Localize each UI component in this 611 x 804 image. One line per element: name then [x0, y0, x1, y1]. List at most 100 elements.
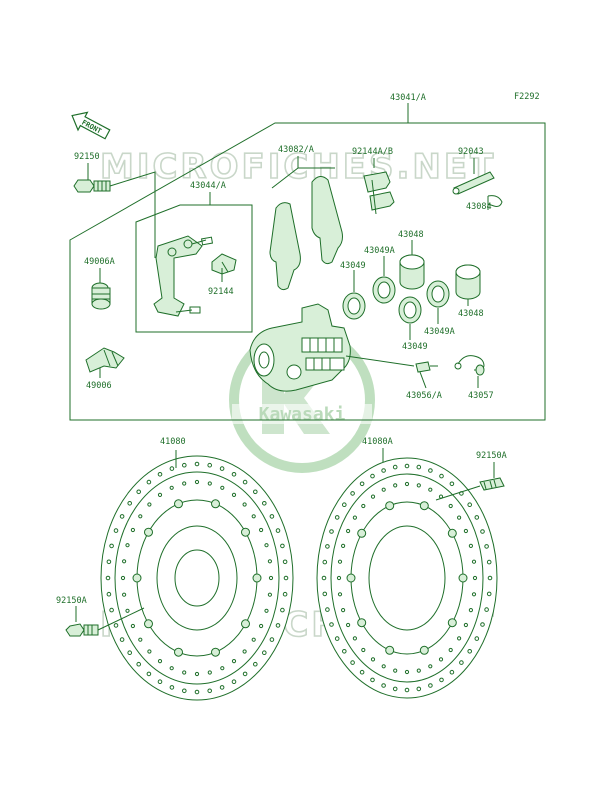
disc-hole: [393, 483, 398, 488]
bleeder-cap: [454, 355, 485, 388]
disc-hole: [474, 636, 480, 641]
disc-hole: [146, 479, 152, 485]
pad-springs: [363, 158, 395, 215]
disc-hole: [253, 489, 258, 495]
disc-hole: [337, 592, 343, 597]
disc-hole: [194, 461, 200, 467]
disc-hole: [113, 528, 119, 533]
disc-hole: [106, 559, 112, 565]
bolt-92150A-right: [435, 462, 505, 501]
disc-hole: [267, 592, 272, 597]
disc-hole: [428, 487, 433, 492]
disc-hole: [231, 659, 237, 664]
disc-hole: [169, 685, 175, 690]
disc-hole: [182, 688, 187, 694]
disc-hole: [467, 502, 473, 508]
disc-hole: [480, 529, 485, 534]
disc-hole: [242, 502, 247, 507]
disc-hole: [385, 645, 395, 655]
disc-hole: [449, 481, 455, 487]
disc-hole: [346, 622, 351, 628]
disc-hole: [370, 677, 375, 683]
label-49006A: 49006A: [84, 257, 115, 267]
disc-hole: [342, 649, 347, 654]
disc-hole: [486, 591, 492, 597]
disc-hole: [463, 528, 468, 534]
disc-hole: [138, 637, 143, 642]
disc-hole: [381, 664, 386, 669]
brake-disc-left: [100, 450, 294, 701]
piston-seals: [342, 256, 450, 340]
bolt-92150A-left: [65, 606, 145, 637]
disc-hole: [259, 527, 264, 533]
disc-hole: [463, 622, 468, 628]
disc-hole: [439, 473, 444, 479]
disc-hole: [447, 528, 457, 538]
label-43041A: 43041/A: [390, 93, 426, 103]
label-41080: 41080: [160, 437, 186, 447]
disc-hole: [262, 501, 267, 506]
disc-hole: [182, 670, 187, 675]
disc-hole: [157, 659, 163, 664]
disc-hole: [334, 515, 340, 520]
label-43049A-upper: 43049A: [364, 246, 395, 256]
disc-hole: [428, 664, 433, 669]
disc-hole: [252, 573, 262, 583]
disc-hole: [207, 481, 212, 486]
disc-hole: [337, 559, 343, 564]
disc-hole: [484, 607, 489, 612]
clip-92144: [211, 253, 237, 282]
label-43049A-lower: 43049A: [424, 327, 455, 337]
disc-hole: [321, 575, 327, 581]
label-43082A: 43082/A: [278, 145, 314, 155]
disc-hole: [359, 669, 365, 675]
part-labels: F2292 FRONT 43041/A 92150 43082/A 92144A…: [56, 92, 540, 606]
disc-hole: [350, 660, 355, 665]
disc-hole: [322, 559, 328, 565]
logo-text: Kawasaki: [259, 404, 346, 425]
figure-code: F2292: [514, 92, 540, 102]
disc-hole: [385, 501, 395, 511]
disc-hole: [381, 487, 386, 492]
disc-hole: [381, 683, 386, 688]
disc-hole: [468, 543, 473, 549]
label-92144: 92144: [208, 287, 234, 297]
bleeder-valve: [415, 361, 438, 389]
disc-hole: [219, 466, 225, 471]
disc-hole: [471, 592, 477, 597]
brake-pads: [269, 156, 343, 291]
disc-hole: [125, 608, 130, 613]
disc-hole: [211, 499, 220, 509]
disc-hole: [259, 623, 264, 629]
disc-hole: [474, 515, 480, 520]
label-92150: 92150: [74, 152, 100, 162]
disc-hole: [341, 608, 346, 613]
disc-hole: [357, 528, 367, 538]
disc-hole: [127, 650, 132, 656]
disc-hole: [457, 515, 462, 520]
disc-hole: [119, 637, 125, 642]
disc-hole: [467, 649, 473, 654]
disc-hole: [136, 489, 141, 495]
disc-hole: [136, 661, 141, 667]
front-arrow-icon: [71, 111, 111, 140]
disc-hole: [329, 529, 334, 534]
disc-hole: [404, 687, 410, 693]
disc-hole: [146, 671, 152, 677]
label-92043: 92043: [458, 147, 484, 157]
disc-hole: [174, 499, 183, 509]
brake-disc-right: [316, 448, 498, 699]
disc-hole: [487, 575, 493, 581]
disc-hole: [251, 514, 256, 519]
disc-hole: [253, 661, 258, 667]
label-43056A: 43056/A: [406, 391, 442, 401]
pin-49006: [85, 347, 125, 378]
disc-hole: [416, 668, 421, 673]
pin-92043: [452, 158, 503, 210]
disc-hole: [113, 623, 119, 628]
disc-hole: [325, 607, 330, 612]
disc-hole: [194, 671, 200, 677]
disc-hole: [484, 544, 489, 549]
disc-hole: [352, 636, 357, 641]
disc-hole: [147, 502, 152, 507]
